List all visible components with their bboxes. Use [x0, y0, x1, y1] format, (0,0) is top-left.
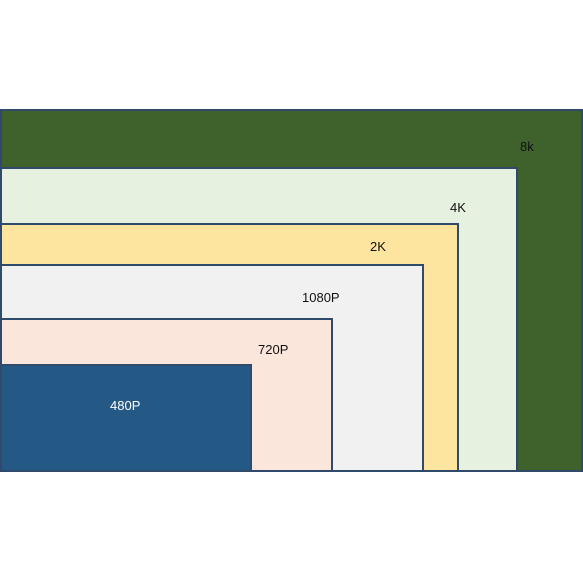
resolution-label-4k: 4K — [450, 200, 466, 215]
resolution-label-480p: 480P — [110, 398, 141, 413]
resolution-label-720p: 720P — [258, 342, 289, 357]
resolution-label-2k: 2K — [370, 239, 386, 254]
resolution-box-480p — [0, 364, 252, 472]
resolution-label-1080p: 1080P — [302, 290, 340, 305]
resolution-label-8k: 8k — [520, 139, 534, 154]
